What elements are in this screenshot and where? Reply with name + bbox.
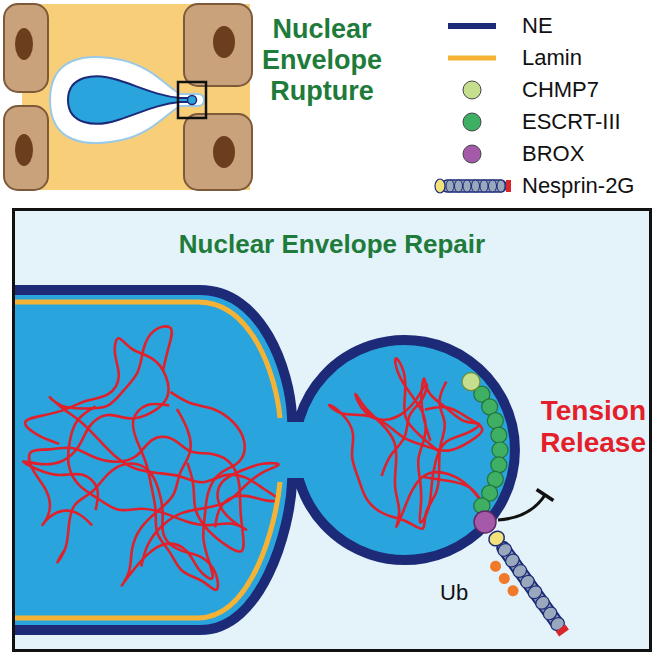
legend-sample bbox=[432, 139, 516, 169]
legend-sample bbox=[432, 171, 516, 201]
legend-text: NE bbox=[522, 13, 553, 39]
legend-row: NE bbox=[432, 10, 634, 42]
repair-panel: Nuclear Envelope RepairTension ReleaseUb bbox=[12, 208, 652, 652]
panel-title: Nuclear Envelope Rupture bbox=[262, 14, 382, 107]
legend-swatch bbox=[463, 145, 481, 163]
panel-heading: Nuclear Envelope Repair bbox=[15, 230, 649, 260]
legend-text: Nesprin-2G bbox=[522, 173, 634, 199]
legend-sample bbox=[432, 43, 516, 73]
legend-text: ESCRT-III bbox=[522, 109, 621, 135]
legend-sample bbox=[432, 75, 516, 105]
legend-row: CHMP7 bbox=[432, 74, 634, 106]
ubiquitin-label: Ub bbox=[440, 580, 468, 606]
legend-row: BROX bbox=[432, 138, 634, 170]
legend-swatch bbox=[463, 81, 481, 99]
legend-row: ESCRT-III bbox=[432, 106, 634, 138]
legend-sample bbox=[432, 11, 516, 41]
legend-row: Lamin bbox=[432, 42, 634, 74]
effect-label: Tension Release bbox=[540, 395, 646, 459]
nucleus-illustration bbox=[15, 290, 571, 646]
legend-sample bbox=[432, 107, 516, 137]
legend-swatch bbox=[463, 113, 481, 131]
legend-text: BROX bbox=[522, 141, 584, 167]
legend-text: Lamin bbox=[522, 45, 582, 71]
legend-text: CHMP7 bbox=[522, 77, 599, 103]
legend-row: Nesprin-2G bbox=[432, 170, 634, 202]
migration-illustration bbox=[4, 4, 252, 190]
legend: NE LaminCHMP7ESCRT-III BROX Nesprin-2G bbox=[432, 10, 634, 202]
